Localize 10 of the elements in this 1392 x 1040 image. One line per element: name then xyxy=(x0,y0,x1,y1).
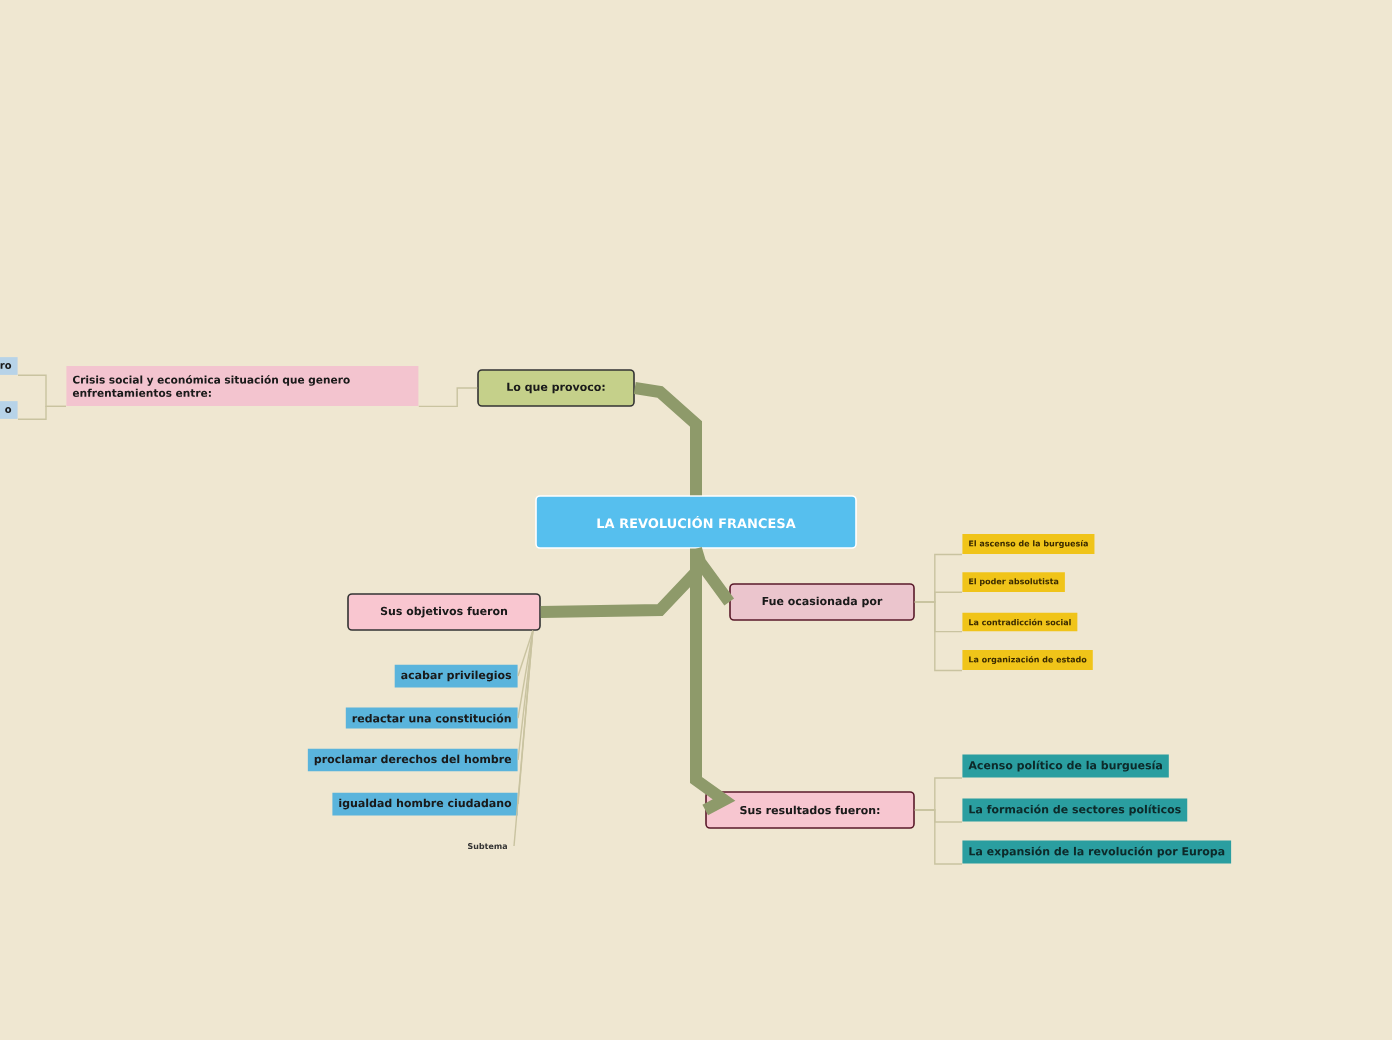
branch-line xyxy=(633,382,702,496)
connector-line xyxy=(914,809,963,865)
connector-line xyxy=(914,601,963,672)
connector-line xyxy=(517,630,534,677)
connector-line xyxy=(517,630,534,719)
connector-line xyxy=(517,630,534,761)
branch-line xyxy=(540,548,702,618)
connector-line xyxy=(418,387,478,408)
connector-line xyxy=(17,405,67,420)
connector-line xyxy=(513,630,534,847)
